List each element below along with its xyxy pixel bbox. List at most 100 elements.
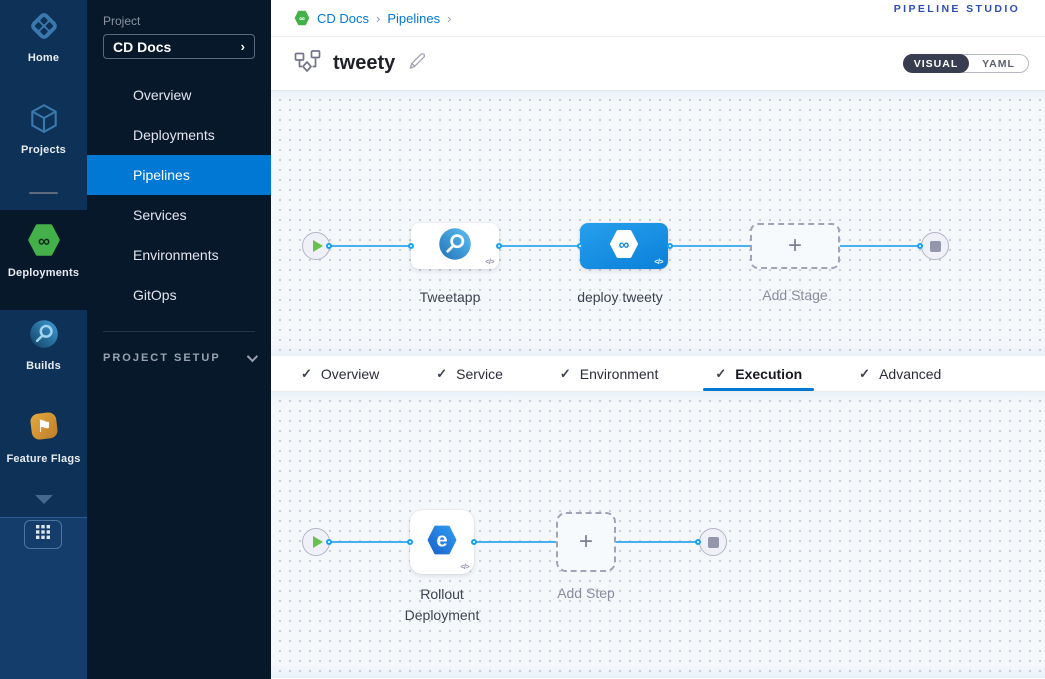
tab-execution[interactable]: ✓ Execution	[703, 356, 814, 391]
tab-label: Environment	[579, 365, 659, 382]
sidebar-item-overview[interactable]: Overview	[133, 87, 192, 103]
tab-environment[interactable]: ✓ Environment	[560, 356, 659, 391]
node-port[interactable]	[496, 243, 502, 249]
stop-icon	[929, 240, 941, 252]
rail-label: Feature Flags	[6, 453, 81, 465]
project-selector[interactable]: CD Docs ›	[103, 34, 255, 59]
svg-text:∞: ∞	[37, 232, 49, 251]
tab-advanced[interactable]: ✓ Advanced	[859, 356, 941, 391]
check-icon: ✓	[859, 365, 871, 381]
project-label: Project	[103, 14, 141, 28]
sidebar-menu: Overview Deployments Pipelines Services …	[87, 75, 271, 315]
add-stage-node[interactable]: +	[750, 223, 840, 269]
execution-end-node[interactable]	[699, 528, 727, 556]
node-port[interactable]	[326, 539, 332, 545]
project-selector-value: CD Docs	[113, 38, 172, 55]
node-port[interactable]	[667, 243, 673, 249]
connector-line	[616, 541, 698, 543]
rail-item-feature-flags[interactable]: ⚑ Feature Flags	[0, 408, 87, 465]
visual-yaml-toggle[interactable]: VISUAL YAML	[903, 54, 1029, 73]
connector-line	[316, 245, 411, 247]
rail-divider	[29, 192, 58, 194]
breadcrumb: ∞ CD Docs › Pipelines ›	[271, 0, 1045, 37]
connector-line	[316, 541, 411, 543]
breadcrumb-separator: ›	[447, 10, 452, 26]
rollout-deployment-icon: e	[425, 523, 459, 562]
node-port[interactable]	[577, 243, 583, 249]
home-icon	[27, 9, 61, 48]
rail-more-chevron-down-icon[interactable]	[35, 495, 53, 504]
breadcrumb-separator: ›	[376, 10, 381, 26]
step-node-rollout-deployment[interactable]: e </>	[410, 510, 474, 574]
rail-label: Projects	[20, 144, 66, 156]
plus-icon: +	[787, 232, 802, 259]
step-label-line: Deployment	[404, 607, 480, 623]
pipeline-title-row: tweety VISUAL YAML	[271, 37, 1045, 90]
node-port[interactable]	[917, 243, 923, 249]
chevron-down-icon	[246, 350, 259, 363]
module-grid-button[interactable]	[24, 520, 62, 549]
tab-service[interactable]: ✓ Service	[436, 356, 503, 391]
stage-node-deploy-tweety[interactable]: ∞ </>	[580, 223, 668, 269]
breadcrumb-link-pipelines[interactable]: Pipelines	[387, 10, 441, 26]
execution-canvas[interactable]: e </> + Rollout Deployment Add Step	[271, 392, 1045, 678]
svg-text:⚑: ⚑	[36, 417, 51, 436]
code-icon: </>	[485, 259, 494, 266]
pipeline-start-node[interactable]	[302, 232, 330, 260]
check-icon: ✓	[436, 365, 448, 381]
sidebar-item-deployments[interactable]: Deployments	[133, 127, 215, 143]
plus-icon: +	[578, 528, 593, 555]
rail-item-deployments[interactable]: ∞ Deployments	[0, 222, 87, 279]
tab-overview[interactable]: ✓ Overview	[301, 356, 379, 391]
project-setup-label: PROJECT SETUP	[103, 352, 221, 364]
check-icon: ✓	[715, 365, 727, 381]
breadcrumb-link-project[interactable]: CD Docs	[317, 10, 370, 26]
step-label-line: Rollout	[420, 586, 464, 602]
builds-ci-icon	[27, 317, 61, 356]
code-icon: </>	[654, 259, 663, 266]
rail-item-builds[interactable]: Builds	[0, 317, 87, 372]
stage-label: Tweetapp	[419, 289, 481, 305]
toggle-visual[interactable]: VISUAL	[903, 54, 969, 73]
edit-pencil-icon[interactable]	[407, 51, 427, 76]
check-icon: ✓	[559, 365, 571, 381]
sidebar-item-services[interactable]: Services	[133, 207, 187, 223]
node-port[interactable]	[326, 243, 332, 249]
chevron-right-icon: ›	[240, 39, 245, 54]
projects-icon	[27, 101, 61, 140]
code-icon: </>	[460, 564, 469, 571]
node-port[interactable]	[471, 539, 477, 545]
sidebar-item-gitops[interactable]: GitOps	[133, 287, 177, 303]
play-icon	[312, 240, 323, 252]
stage-canvas[interactable]: </> ∞ </> + Twee	[271, 90, 1045, 356]
rail-label: Home	[27, 52, 60, 64]
node-port[interactable]	[695, 539, 701, 545]
svg-text:∞: ∞	[619, 236, 630, 253]
step-label: Rollout Deployment	[372, 584, 512, 626]
sidebar-divider	[103, 331, 255, 332]
build-stage-icon	[437, 226, 473, 267]
sidebar-item-environments[interactable]: Environments	[133, 247, 219, 263]
node-port[interactable]	[407, 539, 413, 545]
stage-node-tweetapp[interactable]: </>	[411, 223, 499, 269]
pipeline-end-node[interactable]	[921, 232, 949, 260]
add-step-node[interactable]: +	[556, 512, 616, 572]
pipeline-icon	[294, 49, 321, 78]
stage-config-tabs: ✓ Overview ✓ Service ✓ Environment ✓ Exe…	[271, 356, 1045, 392]
connector-line	[670, 245, 750, 247]
rail-bottom-section	[0, 517, 87, 679]
toggle-yaml[interactable]: YAML	[982, 58, 1015, 70]
deploy-stage-icon: ∞	[608, 228, 640, 265]
project-sidebar: Project CD Docs › Overview Deployments P…	[87, 0, 271, 679]
add-stage-label: Add Stage	[762, 287, 828, 303]
rail-item-projects[interactable]: Projects	[0, 101, 87, 156]
connector-line	[474, 541, 556, 543]
deployments-cd-icon: ∞	[26, 222, 62, 263]
rail-item-home[interactable]: Home	[0, 9, 87, 64]
node-port[interactable]	[408, 243, 414, 249]
pipeline-title: tweety	[333, 52, 396, 74]
project-setup-toggle[interactable]: PROJECT SETUP	[103, 350, 259, 364]
sidebar-item-pipelines[interactable]: Pipelines	[87, 155, 271, 195]
module-rail: Home Projects ∞ Deployments	[0, 0, 87, 679]
